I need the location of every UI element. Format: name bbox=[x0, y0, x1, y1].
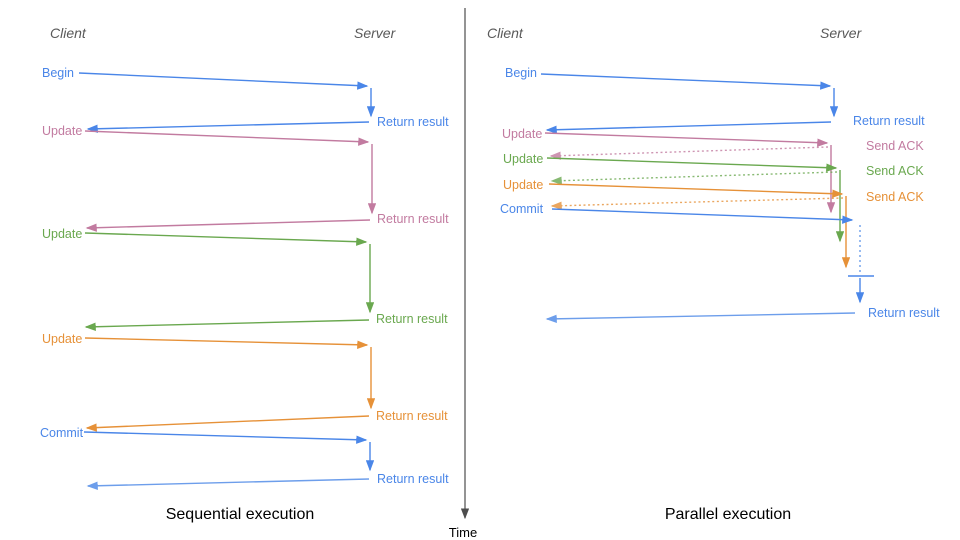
seq-update2-response-label: Return result bbox=[376, 312, 448, 326]
par-update1-label: Update bbox=[502, 127, 542, 141]
seq-update1-response-arrow bbox=[85, 219, 371, 232]
par-update2-label: Update bbox=[503, 152, 543, 166]
seq-update3-response-arrow bbox=[85, 415, 370, 432]
par-update2-ack-label: Send ACK bbox=[866, 164, 924, 178]
par-commit-label: Commit bbox=[500, 202, 544, 216]
seq-commit-label: Commit bbox=[40, 426, 84, 440]
par-commit-response-label: Return result bbox=[868, 306, 940, 320]
seq-update3-response-label: Return result bbox=[376, 409, 448, 423]
seq-commit-request-arrow bbox=[83, 431, 368, 444]
par-update1-ack-arrow bbox=[549, 146, 829, 160]
seq-commit-response-arrow bbox=[86, 478, 370, 490]
time-axis: Time bbox=[449, 8, 477, 540]
sequential-panel: Client Server Begin Return result Update… bbox=[40, 25, 449, 523]
par-commit-request-arrow bbox=[551, 208, 854, 224]
seq-update2-response-arrow bbox=[84, 319, 370, 331]
par-update3-label: Update bbox=[503, 178, 543, 192]
par-update1-ack-label: Send ACK bbox=[866, 139, 924, 153]
seq-update1-label: Update bbox=[42, 124, 82, 138]
seq-commit-response-label: Return result bbox=[377, 472, 449, 486]
time-axis-label: Time bbox=[449, 525, 477, 540]
par-update2-ack-arrow bbox=[550, 171, 838, 185]
par-update3-ack-label: Send ACK bbox=[866, 190, 924, 204]
par-update1-request-arrow bbox=[544, 132, 829, 147]
par-update3-ack-arrow bbox=[550, 197, 844, 210]
left-client-header: Client bbox=[50, 25, 87, 41]
seq-begin-response-label: Return result bbox=[377, 115, 449, 129]
sequential-caption: Sequential execution bbox=[166, 506, 315, 523]
par-begin-request-arrow bbox=[540, 73, 832, 90]
right-server-header: Server bbox=[820, 25, 863, 41]
par-update2-request-arrow bbox=[546, 157, 838, 172]
par-commit-response-arrow bbox=[545, 312, 856, 324]
seq-begin-request-arrow bbox=[78, 72, 369, 90]
seq-update2-label: Update bbox=[42, 227, 82, 241]
seq-update1-request-arrow bbox=[84, 130, 370, 146]
parallel-panel: Client Server Begin Return result Update… bbox=[487, 25, 940, 523]
parallel-caption: Parallel execution bbox=[665, 506, 791, 523]
left-server-header: Server bbox=[354, 25, 397, 41]
seq-update3-label: Update bbox=[42, 332, 82, 346]
seq-update2-request-arrow bbox=[84, 232, 368, 246]
seq-update3-request-arrow bbox=[84, 337, 369, 349]
seq-begin-label: Begin bbox=[42, 66, 74, 80]
par-begin-label: Begin bbox=[505, 66, 537, 80]
par-begin-response-label: Return result bbox=[853, 114, 925, 128]
seq-begin-response-arrow bbox=[86, 121, 370, 133]
par-update3-request-arrow bbox=[548, 183, 844, 198]
par-begin-response-arrow bbox=[545, 121, 832, 134]
right-client-header: Client bbox=[487, 25, 524, 41]
seq-update1-response-label: Return result bbox=[377, 212, 449, 226]
